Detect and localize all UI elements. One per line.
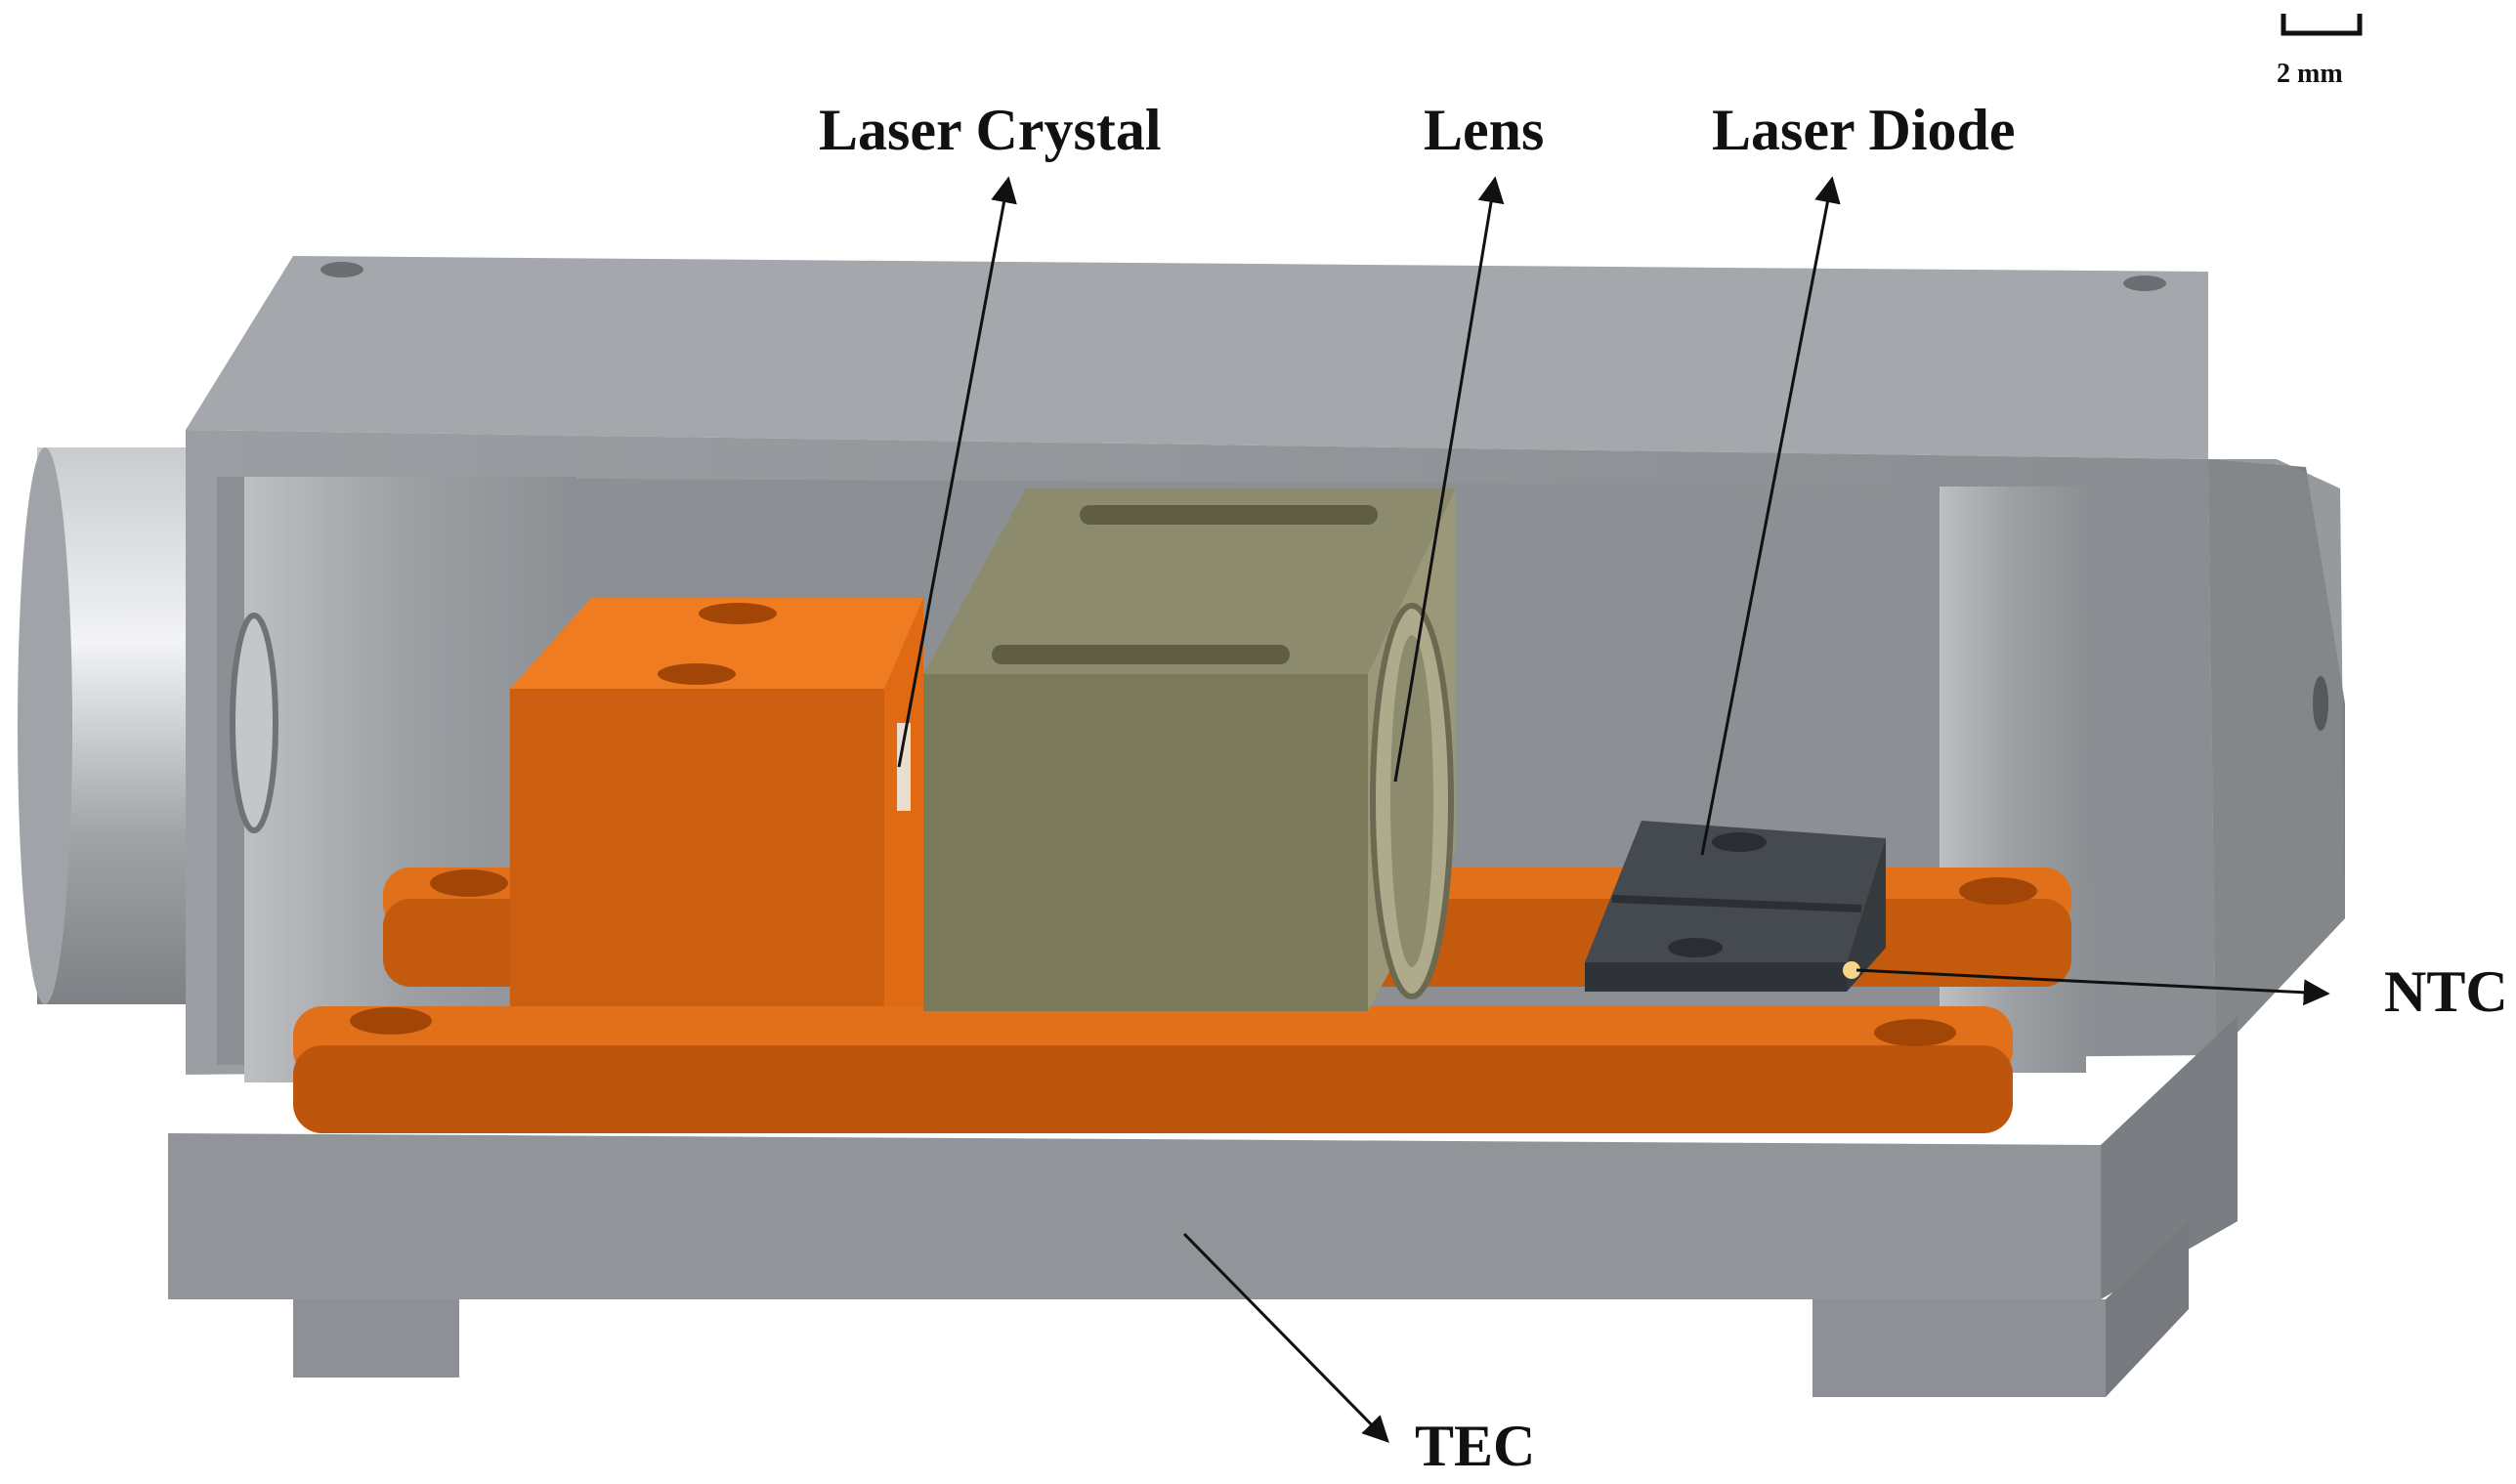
housing-top-face [186,256,2208,459]
scale-bar [2281,14,2363,36]
label-laser-diode: Laser Diode [1712,98,2016,162]
label-scale: 2 mm [2277,59,2343,89]
arrow-tec [1182,1232,1389,1443]
right-wall-port [2313,676,2328,731]
annotation-arrows [897,176,2330,1443]
laser-diode-block [1585,821,1886,992]
label-lens: Lens [1424,98,1545,162]
left-wall-port [230,613,278,833]
diode-top [1585,821,1886,962]
arrow-ntc [1855,968,2330,1006]
upper-hole-left [430,869,508,897]
diode-front [1585,962,1847,992]
crystal-block-hole-1 [699,603,777,624]
diode-hole-2 [1668,938,1723,957]
tec-hole-right [1874,1019,1956,1046]
top-hole-right [2123,276,2166,291]
housing-base [168,1133,2101,1299]
tec-hole-left [350,1007,432,1035]
ntc-sensor [1843,961,1860,979]
lens-mount-front [923,674,1368,1011]
right-end-face [2208,459,2345,1055]
label-ntc: NTC [2384,959,2508,1024]
lens-mount [923,488,1456,1011]
arrow-laser-diode [1700,176,1841,856]
lens-slot-mid [992,645,1290,664]
housing-base-right [2101,1016,2238,1299]
label-tec: TEC [1415,1414,1536,1478]
crystal-block-front [510,689,884,1006]
crystal-slot [897,723,911,811]
crystal-block [510,598,923,1006]
foot-right-side [2106,1221,2189,1397]
lens-mount-top [923,488,1456,674]
lens-slot-top [1080,505,1378,525]
label-laser-crystal: Laser Crystal [819,98,1162,162]
diode-hole-1 [1712,832,1767,852]
tec-plate-front [293,1045,2013,1133]
diode-side [1847,838,1886,992]
left-cylinder [18,447,208,1004]
arrow-lens [1393,176,1505,783]
upper-hole-right [1959,877,2037,905]
diode-ridge [1611,895,1862,912]
foot-right [1812,1299,2106,1397]
crystal-block-top [510,598,923,689]
crystal-block-hole-2 [658,663,736,685]
top-hole-left [320,262,363,277]
foot-left [293,1299,459,1378]
arrow-laser-crystal [897,176,1017,768]
lens-bore [1390,635,1433,967]
